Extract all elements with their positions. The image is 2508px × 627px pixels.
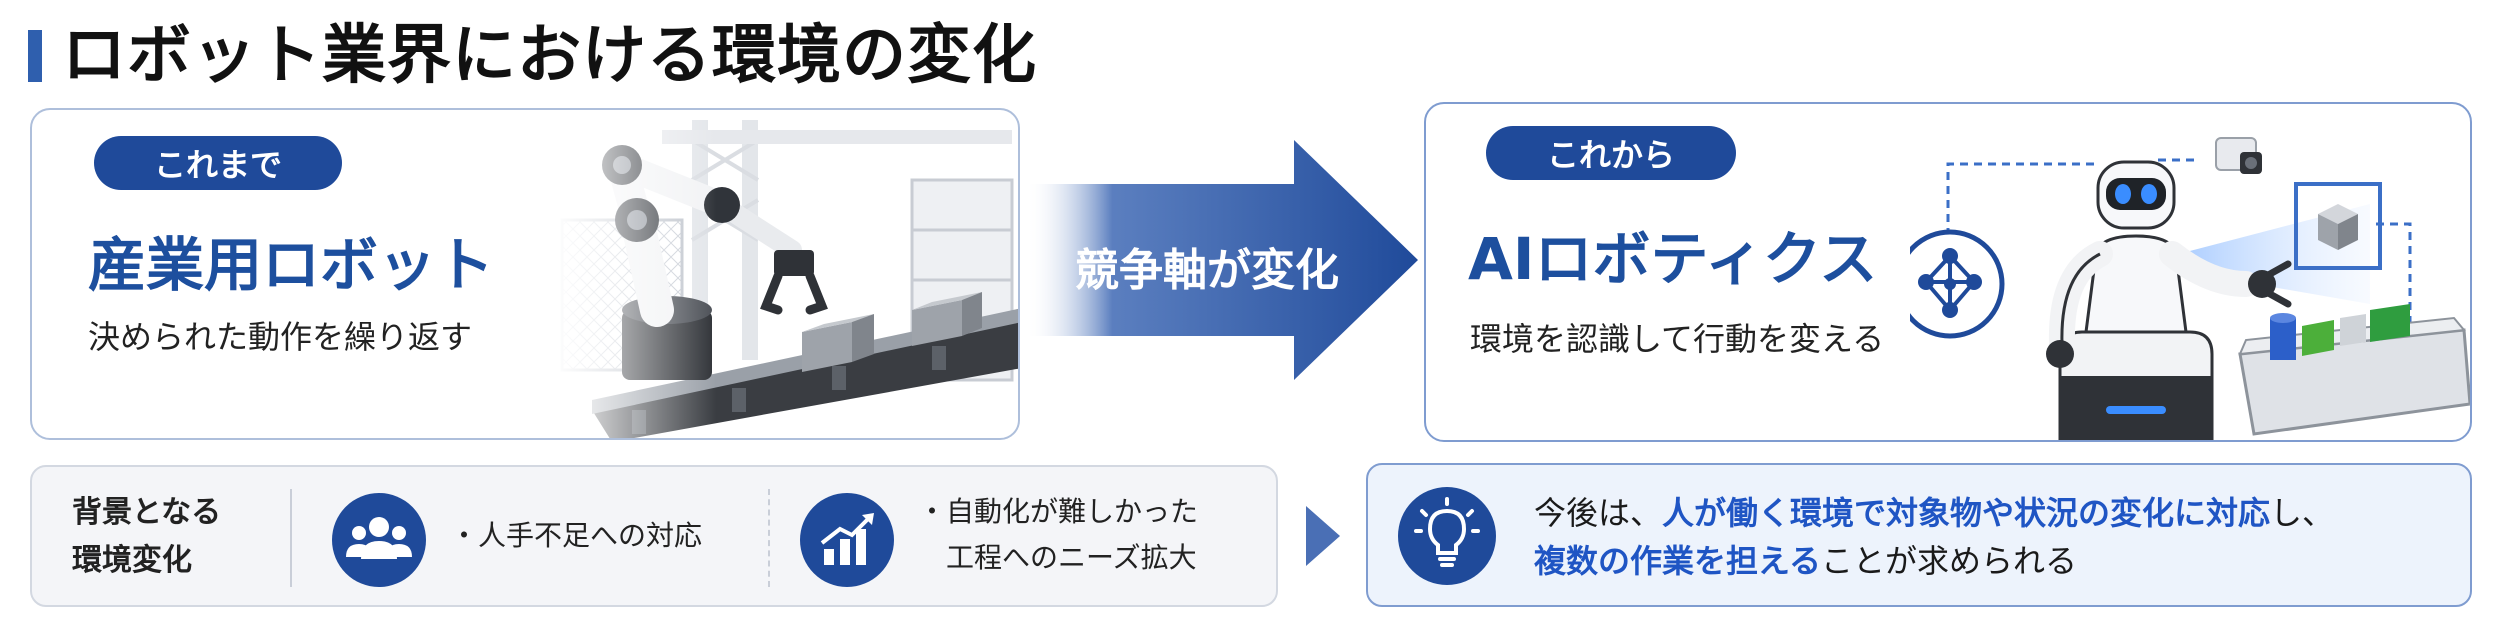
conclusion-panel: 今後は、人が働く環境で対象物や状況の変化に対応し、複数の作業を担えることが求めら…: [1366, 463, 2472, 607]
after-card: これから AIロボティクス 環境を認識して行動を変える: [1424, 102, 2472, 442]
change-arrow: [1026, 140, 1418, 380]
growth-chart-icon: [800, 493, 894, 587]
conclusion-highlight-adapt: 人が働く環境で対象物や状況の変化に対応: [1662, 494, 2271, 532]
page-title: ロボット業界における環境の変化: [62, 19, 1037, 93]
background-point-labor-shortage: ・人手不足への対応: [450, 519, 703, 552]
title-accent-bar: [28, 30, 42, 82]
conclusion-highlight-multitask: 複数の作業を担える: [1534, 542, 1822, 580]
after-tag: これから: [1486, 126, 1736, 180]
ai-robot-illustration: [1910, 137, 2470, 440]
industrial-robot-illustration: [552, 110, 1018, 438]
people-group-icon: [332, 493, 426, 587]
background-panel: 背景となる 環境変化 ・人手不足への対応 ・自動化が難しかった 工程へのニーズ: [30, 465, 1278, 607]
divider-dashed: [768, 489, 770, 587]
lightbulb-icon: [1398, 487, 1496, 585]
before-description: 決められた動作を繰り返す: [88, 318, 473, 356]
background-point-automation-demand: ・自動化が難しかった 工程へのニーズ拡大: [918, 495, 1199, 574]
after-heading: AIロボティクス: [1468, 225, 1878, 293]
before-tag: これまで: [94, 136, 342, 190]
before-card: これまで 産業用ロボット 決められた動作を繰り返す: [30, 108, 1020, 440]
chevron-right-icon: [1306, 506, 1340, 566]
before-heading: 産業用ロボット: [88, 231, 495, 299]
conclusion-text: 今後は、人が働く環境で対象物や状況の変化に対応し、複数の作業を担えることが求めら…: [1534, 494, 2335, 580]
change-arrow-label: 競争軸が変化: [1075, 245, 1339, 296]
neural-network-icon: [1910, 229, 2005, 339]
background-label: 背景となる 環境変化: [72, 495, 222, 578]
divider: [290, 489, 292, 587]
after-description: 環境を認識して行動を変える: [1470, 320, 1885, 358]
